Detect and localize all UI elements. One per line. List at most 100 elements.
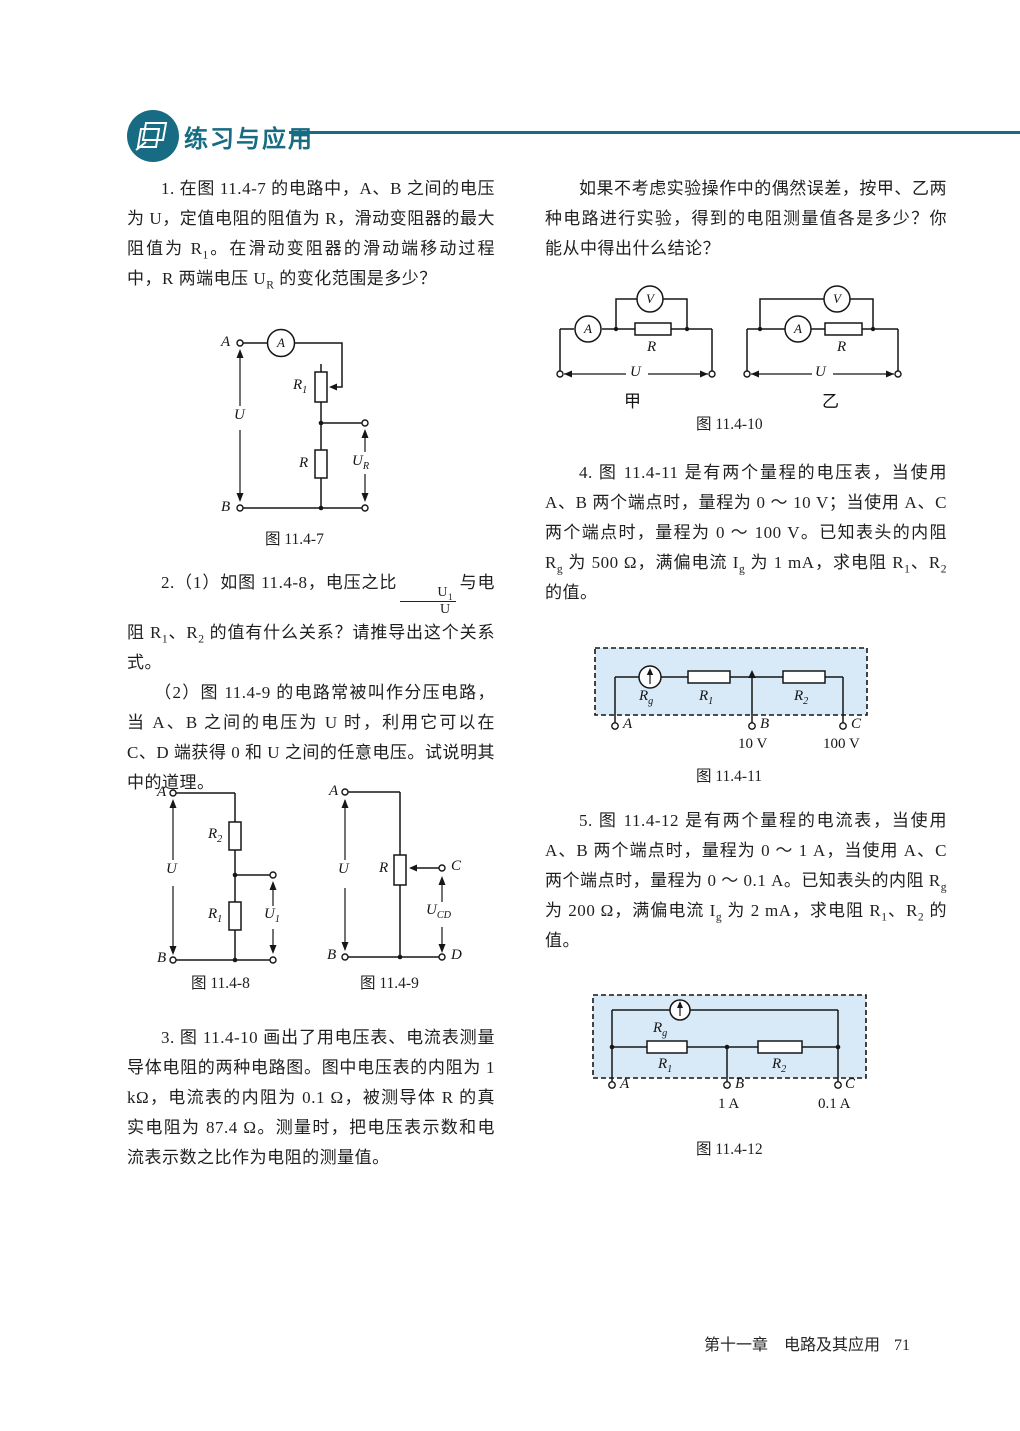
fig12-galvanometer-arrow	[677, 1001, 683, 1008]
fig12-range-b: 1 A	[718, 1096, 740, 1112]
exercise-icon	[127, 110, 179, 162]
fig11-label-r1: R1	[699, 688, 714, 707]
fig12-terminal-a	[608, 1081, 616, 1089]
fig10-circuits-svg	[556, 285, 902, 378]
fig10-right-voltmeter	[823, 285, 851, 313]
fig10-right-voltmeter-letter: V	[833, 291, 841, 306]
fig11-label-rg: Rg	[639, 688, 654, 707]
fig9-voltage-dimension-ucd	[438, 876, 446, 953]
fig10-right-ammeter-letter: A	[794, 321, 802, 336]
fig11-meter-case	[594, 647, 868, 716]
fig7-terminal-a	[236, 339, 244, 347]
fig10-right-ammeter	[784, 315, 812, 343]
fig8-label-a: A	[157, 784, 167, 800]
fig10-left-resistor-r	[634, 322, 672, 336]
fig7-junction-dot	[318, 420, 324, 426]
fig12-label-a: A	[620, 1076, 630, 1092]
header-rule	[289, 131, 1020, 134]
fig9-label-ucd: UCD	[426, 902, 451, 921]
fraction-denominator: U	[439, 602, 451, 618]
fig11-range-c: 100 V	[823, 736, 860, 752]
fig7-label-a: A	[221, 334, 231, 350]
fig8-circuit-svg	[169, 789, 277, 964]
fig9-wiper-arrow	[409, 864, 417, 872]
fig7-terminal-ur-top	[361, 419, 369, 427]
fig8-resistor-r1	[228, 901, 242, 931]
fig10-right-junction-dot	[870, 326, 876, 332]
fig10-left-junction-dot	[613, 326, 619, 332]
fig9-label-c: C	[451, 858, 462, 874]
problem-2-part2: （2）图 11.4-9 的电路常被叫作分压电路，当 A、B 之间的电压为 U 时…	[127, 683, 495, 793]
fig7-ammeter-letter: A	[277, 335, 285, 350]
fig12-circuit-svg	[592, 994, 867, 1089]
fig12-label-rg: Rg	[653, 1020, 668, 1039]
fig11-junction-arrow	[748, 670, 756, 678]
fig7-junction-dot	[318, 505, 324, 511]
fig11-label-b: B	[760, 716, 770, 732]
fig8-label-b: B	[157, 950, 167, 966]
fig9-label-r: R	[379, 860, 389, 876]
fig12-label-b: B	[735, 1076, 745, 1092]
fig9-terminal-a	[341, 788, 349, 796]
fig11-terminal-b	[748, 722, 756, 730]
fig10-left-ammeter-letter: A	[584, 321, 592, 336]
fig7-wires	[243, 342, 362, 509]
fraction-numerator: U1	[400, 585, 457, 603]
fig11-terminal-c	[839, 722, 847, 730]
fig12-junction-dot	[724, 1044, 730, 1050]
fig9-caption: 图 11.4-9	[360, 975, 419, 992]
fig8-terminal-b	[169, 956, 177, 964]
fig7-resistor-r	[314, 449, 328, 479]
fig10-left-terminal	[708, 370, 716, 378]
fig7-label-r: R	[299, 455, 309, 471]
chapter-title: 第十一章 电路及其应用	[703, 1337, 880, 1354]
fig12-label-r2: R2	[772, 1056, 787, 1075]
fig7-circuit-svg	[236, 328, 369, 512]
problem-2-before-fraction: 2.（1）如图 11.4-8，电压之比	[161, 573, 398, 592]
section-title: 练习与应用	[184, 126, 314, 153]
fig10-right-label-u: U	[815, 364, 826, 380]
page-number: 71	[894, 1337, 910, 1354]
fig8-resistor-r2	[228, 821, 242, 851]
fig12-resistor-r2	[757, 1040, 803, 1054]
fig11-range-b: 10 V	[738, 736, 768, 752]
fig11-galvanometer-arrow	[646, 668, 654, 675]
problem-5-text: 5. 图 11.4-12 是有两个量程的电流表，当使用 A、B 两个端点时，量程…	[545, 806, 947, 956]
fig9-voltage-dimension-u	[341, 799, 349, 951]
fig8-label-r1: R1	[208, 906, 223, 925]
fig12-terminal-b	[723, 1081, 731, 1089]
problem-1-text: 1. 在图 11.4-7 的电路中，A、B 之间的电压为 U，定值电阻的阻值为 …	[127, 174, 495, 294]
fig10-caption: 图 11.4-10	[696, 416, 763, 433]
fig10-right-label-r: R	[837, 339, 847, 355]
fig12-label-c: C	[845, 1076, 856, 1092]
fig11-label-r2: R2	[794, 688, 809, 707]
fig10-right-terminal	[894, 370, 902, 378]
fig8-label-u1: U1	[264, 906, 280, 925]
fig10-left-label-u: U	[630, 364, 641, 380]
fig11-caption: 图 11.4-11	[696, 768, 763, 785]
fig8-voltage-dimension-u1	[269, 881, 277, 954]
fig12-terminal-c	[834, 1081, 842, 1089]
problem-2-after-fraction: 与电阻 R1、R2 的值有什么关系？请推导出这个关系式。	[127, 573, 496, 673]
fig8-terminal-u1-top	[269, 871, 277, 879]
fig11-resistor-r1	[687, 670, 731, 684]
problem-3-continued-paragraph: 如果不考虑实验操作中的偶然误差，按甲、乙两种电路进行实验，得到的电阻测量值各是多…	[545, 179, 947, 258]
fig8-voltage-dimension-u	[169, 799, 177, 955]
fig10-right-resistor-r	[824, 322, 863, 336]
fig7-caption: 图 11.4-7	[265, 531, 324, 548]
fig11-label-c: C	[851, 716, 862, 732]
fig7-voltage-dimension-u	[236, 349, 244, 502]
fig7-rheostat-r1	[314, 371, 328, 403]
fig10-right-terminal	[743, 370, 751, 378]
fig7-voltage-dimension-ur	[361, 429, 369, 502]
fig11-wires	[614, 676, 844, 723]
fig7-terminal-ur-bottom	[361, 504, 369, 512]
problem-5-paragraph: 5. 图 11.4-12 是有两个量程的电流表，当使用 A、B 两个端点时，量程…	[545, 811, 948, 950]
fig12-junction-dot	[609, 1044, 615, 1050]
fig10-left-junction-dot	[684, 326, 690, 332]
fig8-terminal-a	[169, 789, 177, 797]
fig10-left-u-dimension	[564, 370, 708, 378]
